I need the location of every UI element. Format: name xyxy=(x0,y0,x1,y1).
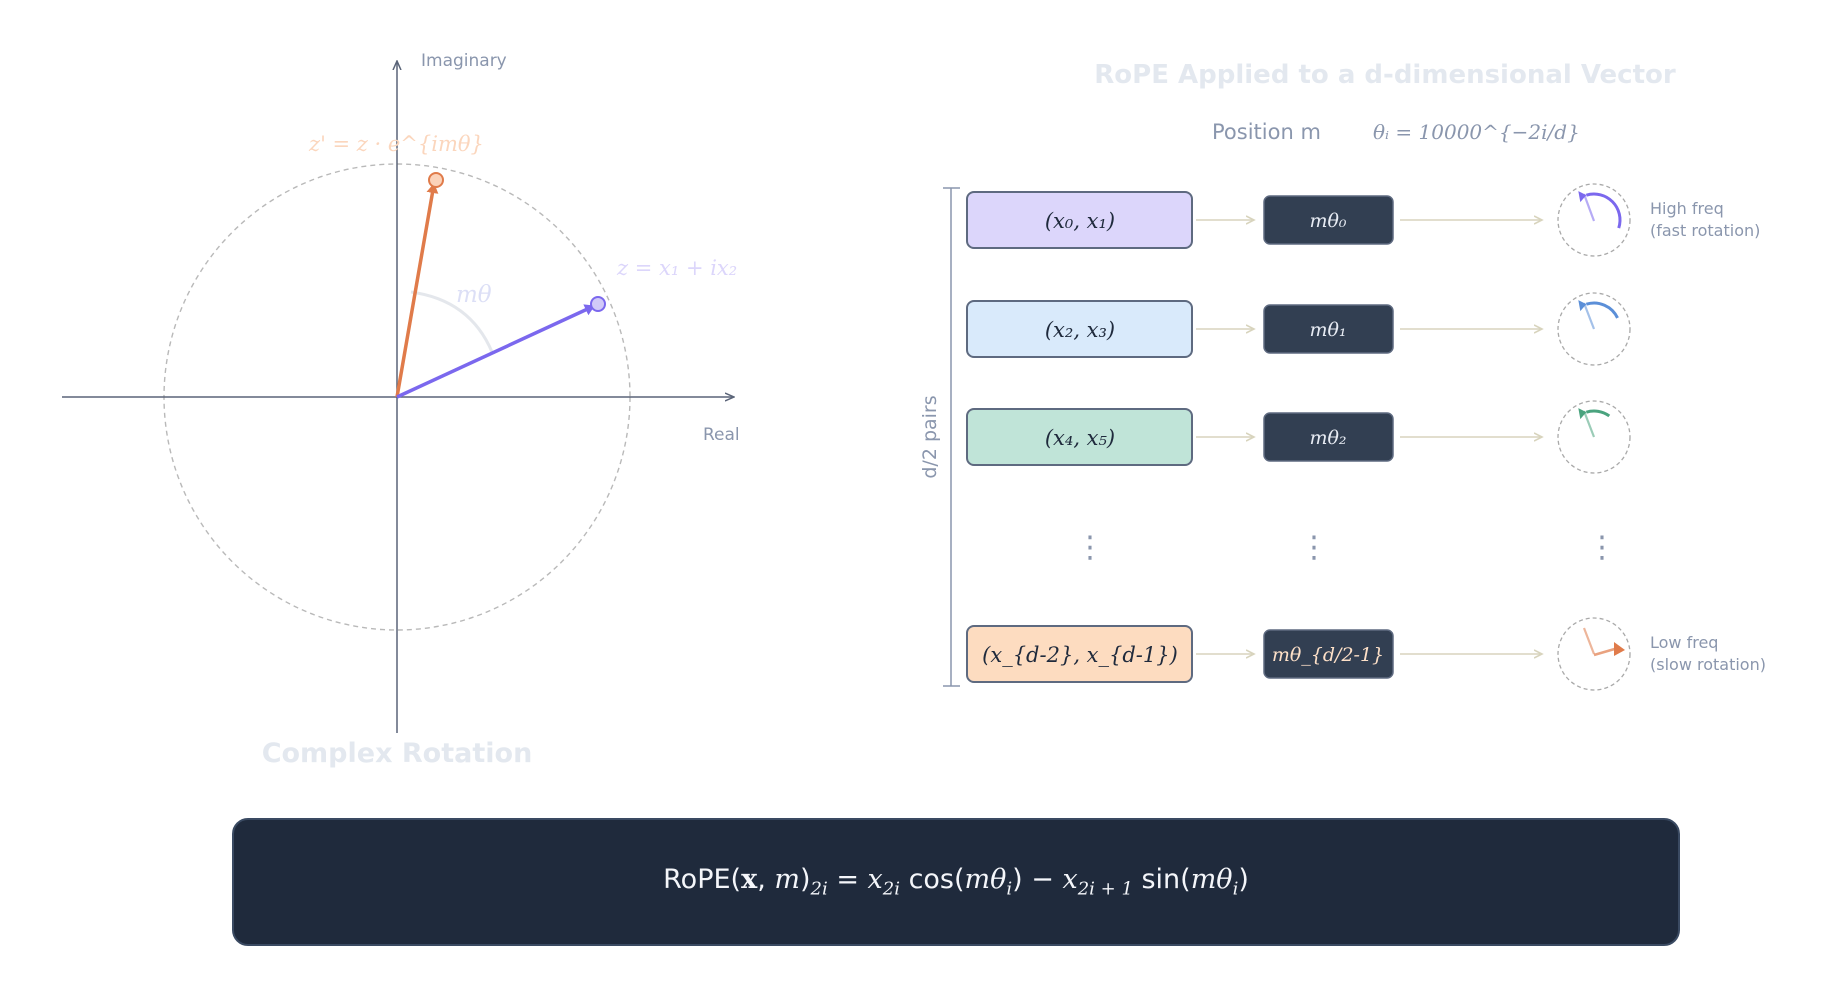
dial-needle xyxy=(1582,193,1596,222)
pairs-brace xyxy=(943,187,960,687)
ellipsis: ⋮ xyxy=(1587,530,1617,565)
formula-minus: ) − xyxy=(1012,864,1063,896)
formula-sub-i2: i xyxy=(1232,878,1239,900)
pair-box xyxy=(966,191,1193,249)
angle-box xyxy=(1263,412,1394,462)
ellipsis: ⋮ xyxy=(1299,530,1329,565)
dial-arrowhead xyxy=(1578,408,1587,420)
dial-arrowhead xyxy=(1614,642,1625,656)
right-panel-title: RoPE Applied to a d-dimensional Vector xyxy=(1094,60,1676,90)
dial-arc xyxy=(1585,409,1611,418)
rotation-dial xyxy=(1557,183,1631,257)
position-label: Position m xyxy=(1212,120,1321,144)
frequency-note-sub: (slow rotation) xyxy=(1650,655,1766,674)
angle-label: mθ₁ xyxy=(1309,319,1346,341)
formula-cos: cos( xyxy=(899,864,965,896)
formula-x2i1: x xyxy=(1062,864,1078,896)
dial-arrowhead xyxy=(1578,191,1587,203)
rope-formula-box: RoPE(x, m)2i = x2i cos(mθi) − x2i + 1 si… xyxy=(232,818,1680,946)
frequency-note-sub: (fast rotation) xyxy=(1650,221,1760,240)
angle-label: mθ₂ xyxy=(1309,427,1346,449)
formula-equals: = xyxy=(827,864,868,896)
angle-label: mθ₀ xyxy=(1309,210,1346,232)
rotation-dial xyxy=(1557,292,1631,366)
dial-arc xyxy=(1585,301,1619,319)
angle-arc xyxy=(410,290,494,353)
formula-sub-2i: 2i xyxy=(810,878,828,900)
pair-row: (x₂, x₃) mθ₁ xyxy=(966,292,1631,366)
rotated-vector xyxy=(395,183,439,398)
rope-vector-panel: RoPE Applied to a d-dimensional Vector P… xyxy=(919,60,1766,691)
pair-rows: (x₀, x₁) mθ₀ High freq (fast rotation) (x₂, … xyxy=(966,183,1766,691)
pairs-label: d/2 pairs xyxy=(919,395,941,478)
real-axis-label: Real xyxy=(703,425,740,445)
original-vector-tip xyxy=(590,296,606,312)
frequency-note: Low freq xyxy=(1650,633,1718,652)
angle-box xyxy=(1263,195,1394,245)
imaginary-axis-label: Imaginary xyxy=(421,51,507,71)
rope-formula: RoPE(x, m)2i = x2i cos(mθi) − x2i + 1 si… xyxy=(663,864,1249,899)
pair-label: (x₄, x₅) xyxy=(1045,426,1115,450)
pair-row: (x₄, x₅) mθ₂ xyxy=(966,400,1631,474)
frequency-note: High freq xyxy=(1650,199,1724,218)
rotated-vector-label: z' = z · e^{imθ} xyxy=(308,132,484,156)
angle-label: mθ xyxy=(456,282,492,308)
original-vector xyxy=(396,304,595,399)
pair-label: (x_{d-2}, x_{d-1}) xyxy=(982,643,1178,667)
formula-close: ) xyxy=(799,864,811,896)
formula-comma: , xyxy=(757,864,775,896)
formula-sub-i1: i xyxy=(1006,878,1013,900)
dial-needle xyxy=(1582,410,1596,438)
angle-box xyxy=(1263,629,1394,679)
formula-sub-x2i1: 2i + 1 xyxy=(1077,878,1133,900)
left-panel-title: Complex Rotation xyxy=(262,738,533,769)
ellipsis: ⋮ xyxy=(1075,530,1105,565)
original-vector-label: z = x₁ + ix₂ xyxy=(616,256,737,280)
dial-arc xyxy=(1585,192,1622,229)
dial-needle xyxy=(1582,627,1596,655)
pair-label: (x₂, x₃) xyxy=(1045,318,1115,342)
pair-row: (x₀, x₁) mθ₀ High freq (fast rotation) xyxy=(966,183,1760,257)
rotation-dial xyxy=(1557,617,1631,691)
theta-formula: θᵢ = 10000^{−2i/d} xyxy=(1373,120,1580,144)
pair-row: (x_{d-2}, x_{d-1}) mθ_{d/2-1} Low freq (slo… xyxy=(966,617,1766,691)
formula-m-theta-1: mθ xyxy=(964,864,1007,896)
dial-needle xyxy=(1582,302,1596,330)
formula-sin: sin( xyxy=(1132,864,1191,896)
formula-x-vector: x xyxy=(741,864,758,896)
formula-rope: RoPE( xyxy=(663,864,742,896)
rotation-dial xyxy=(1557,400,1631,474)
formula-end: ) xyxy=(1238,864,1249,896)
formula-m: m xyxy=(774,864,800,896)
formula-x2i: x xyxy=(867,864,883,896)
formula-m-theta-2: mθ xyxy=(1190,864,1233,896)
angle-box xyxy=(1263,304,1394,354)
complex-plane: Imaginary Real mθ z' = z · e^{imθ} z = x… xyxy=(62,51,740,769)
pair-box xyxy=(966,408,1193,466)
formula-sub-x2i: 2i xyxy=(882,878,900,900)
pair-label: (x₀, x₁) xyxy=(1045,209,1115,233)
rotated-vector-tip xyxy=(428,172,444,188)
pair-box xyxy=(966,625,1193,683)
angle-label: mθ_{d/2-1} xyxy=(1272,644,1384,666)
pair-box xyxy=(966,300,1193,358)
dial-arrowhead xyxy=(1578,300,1587,312)
